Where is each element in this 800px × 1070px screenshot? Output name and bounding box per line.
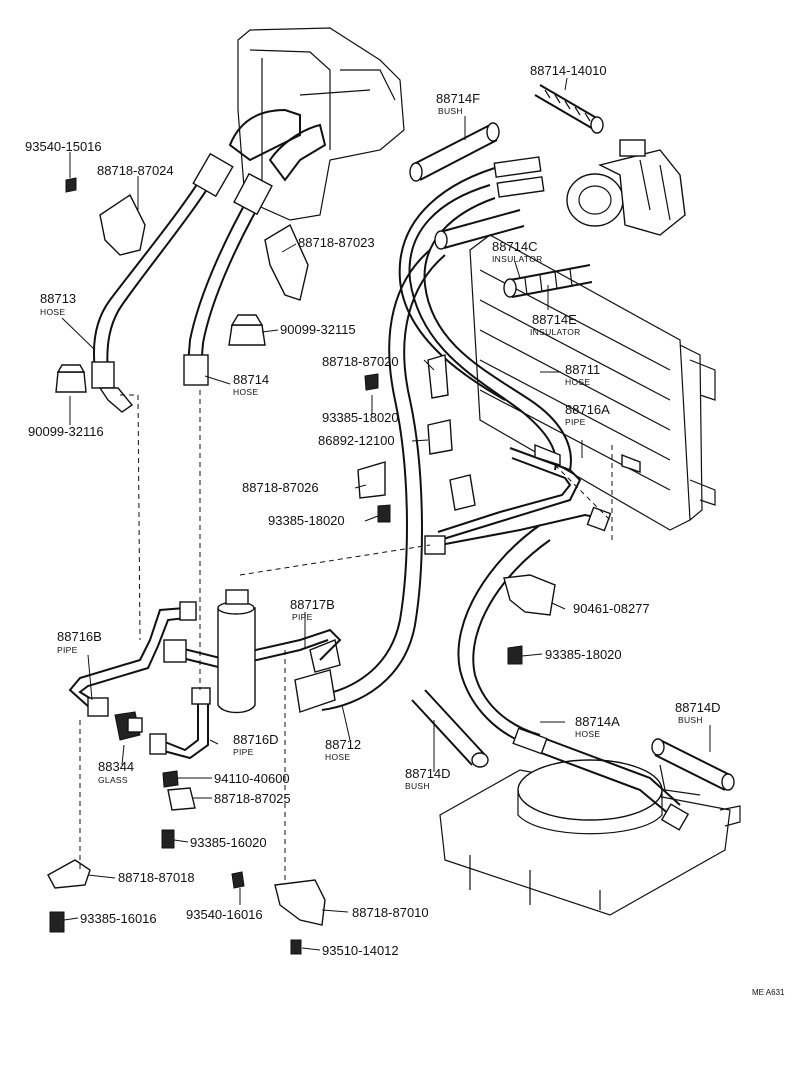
label-93385-18020-a: 93385-18020 — [322, 410, 399, 425]
evaporator-drawing — [439, 759, 741, 916]
leader-lines — [61, 77, 711, 951]
label-88716A: 88716A — [565, 402, 610, 417]
desc-88711: HOSE — [565, 377, 591, 387]
label-90099-32116: 90099-32116 — [28, 424, 104, 439]
pipe-88716B — [68, 601, 197, 717]
desc-88716A: PIPE — [565, 417, 586, 427]
small-parts-drawing — [47, 177, 556, 955]
condenser-drawing — [469, 234, 716, 531]
bush-88714F-drawing — [409, 122, 500, 182]
label-93385-16020: 93385-16020 — [190, 835, 267, 850]
label-93510-14012: 93510-14012 — [322, 943, 399, 958]
desc-88714E: INSULATOR — [530, 327, 581, 337]
label-93385-18020-c: 93385-18020 — [545, 647, 622, 662]
label-88714A: 88714A — [575, 714, 620, 729]
label-90099-32115: 90099-32115 — [280, 322, 356, 337]
label-88716B: 88716B — [57, 629, 102, 644]
bush-88714D-bottom-drawing — [411, 689, 489, 768]
desc-88716D: PIPE — [233, 747, 254, 757]
desc-88716B: PIPE — [57, 645, 78, 655]
label-90461-08277: 90461-08277 — [573, 601, 650, 616]
label-88714C: 88714C — [492, 239, 538, 254]
label-88718-87023: 88718-87023 — [298, 235, 375, 250]
insulator-88714E-drawing — [503, 264, 593, 298]
label-88718-87010: 88718-87010 — [352, 905, 429, 920]
receiver-dryer-drawing — [217, 589, 256, 714]
label-88714: 88714 — [233, 372, 270, 387]
desc-88713: HOSE — [40, 307, 66, 317]
label-88714F: 88714F — [436, 91, 481, 106]
diagram-code: ME A631 — [752, 988, 785, 997]
label-88716D: 88716D — [233, 732, 279, 747]
hose-88713 — [91, 152, 234, 413]
desc-88714D-right: BUSH — [678, 715, 703, 725]
hose-88711 — [398, 156, 572, 471]
label-88344: 88344 — [98, 759, 135, 774]
label-93540-15016: 93540-15016 — [25, 139, 102, 154]
label-88718-87018: 88718-87018 — [118, 870, 195, 885]
label-88714E: 88714E — [532, 312, 577, 327]
desc-88717B: PIPE — [292, 612, 313, 622]
label-93385-16016: 93385-16016 — [80, 911, 157, 926]
label-88712: 88712 — [325, 737, 362, 752]
compressor-drawing — [566, 139, 686, 236]
insulator-88714-14010-drawing — [534, 84, 604, 134]
label-88718-87020: 88718-87020 — [322, 354, 399, 369]
desc-88714F: BUSH — [438, 106, 463, 116]
desc-88714D-bottom: BUSH — [405, 781, 430, 791]
label-86892-12100: 86892-12100 — [318, 433, 395, 448]
desc-88714C: INSULATOR — [492, 254, 543, 264]
label-93540-16016: 93540-16016 — [186, 907, 263, 922]
label-88718-87025: 88718-87025 — [214, 791, 291, 806]
label-88718-87026: 88718-87026 — [242, 480, 319, 495]
reference-lines — [79, 390, 613, 880]
insulator-88714C-drawing — [434, 209, 525, 250]
hose-88714A — [457, 524, 690, 831]
bush-88714D-right-drawing — [651, 738, 735, 791]
label-88717B: 88717B — [290, 597, 335, 612]
label-88714-14010: 88714-14010 — [530, 63, 607, 78]
desc-88344: GLASS — [98, 775, 128, 785]
desc-88714A: HOSE — [575, 729, 601, 739]
label-94110-40600: 94110-40600 — [214, 771, 290, 786]
label-88711: 88711 — [565, 362, 601, 377]
pipe-88716D — [149, 687, 211, 760]
label-88714D-right: 88714D — [675, 700, 721, 715]
desc-88712: HOSE — [325, 752, 351, 762]
label-93385-18020-b: 93385-18020 — [268, 513, 345, 528]
hose-88714 — [183, 172, 273, 386]
pipe-88716A — [424, 443, 612, 555]
sight-glass-drawing — [114, 711, 143, 741]
label-88718-87024: 88718-87024 — [97, 163, 174, 178]
desc-88714: HOSE — [233, 387, 259, 397]
label-88713: 88713 — [40, 291, 77, 306]
pipe-88717B — [163, 628, 342, 670]
label-88714D-bottom: 88714D — [405, 766, 451, 781]
